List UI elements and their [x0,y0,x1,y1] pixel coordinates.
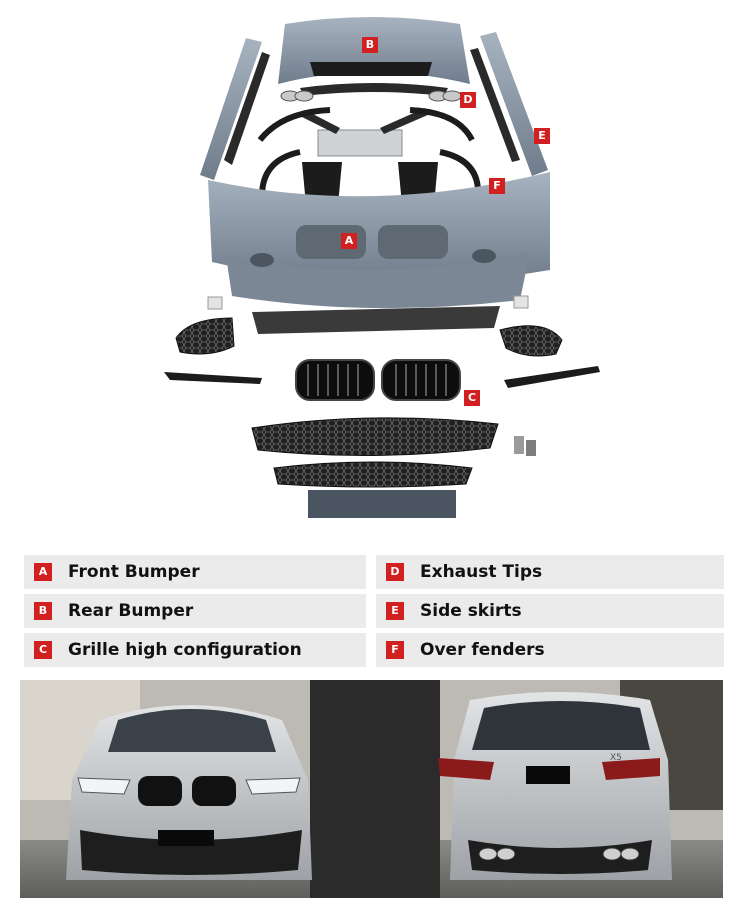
rear-model-badge: X5 [610,753,622,763]
car-rear-view: X5 [438,692,672,880]
mounting-hardware [514,436,536,456]
legend-badge: D [386,563,404,581]
legend-label: Rear Bumper [68,601,194,621]
car-photo-illustration: X5 [20,680,723,898]
grille-bracket [273,461,473,488]
dark-wall-divider [310,680,440,898]
part-badge-a: A [341,233,357,249]
legend-badge: E [386,602,404,620]
fog-light-grilles [175,295,563,357]
over-fenders [257,107,482,205]
legend-row-a: A Front Bumper [24,555,366,589]
part-badge-c: C [464,390,480,406]
exhaust-tips [280,90,462,102]
part-badge-e: E [534,128,550,144]
side-skirt-right [470,32,548,176]
part-badge-b: B [362,37,378,53]
legend-badge: F [386,641,404,659]
legend-label: Over fenders [420,640,545,660]
front-bumper [208,172,550,309]
legend-row-c: C Grille high configuration [24,633,366,667]
part-badge-d: D [460,92,476,108]
kidney-grilles [295,359,461,401]
legend-row-f: F Over fenders [376,633,724,667]
parts-illustration [164,17,600,518]
rear-diffuser [300,108,430,157]
legend-row-d: D Exhaust Tips [376,555,724,589]
legend-badge: C [34,641,52,659]
legend-label: Grille high configuration [68,640,302,660]
body-kit-parts-diagram: B D E F A C [164,17,600,518]
legend-label: Front Bumper [68,562,200,582]
bumper-side-trims [164,366,600,388]
rear-bumper [278,17,470,96]
legend-row-b: B Rear Bumper [24,594,366,628]
legend-badge: B [34,602,52,620]
installed-car-photos: X5 [20,680,723,898]
legend-row-e: E Side skirts [376,594,724,628]
legend-badge: A [34,563,52,581]
legend-label: Side skirts [420,601,522,621]
side-skirt-left [200,38,270,180]
front-splitter [308,490,456,518]
bumper-reinforcement [252,306,500,334]
lower-honeycomb-grille [251,417,499,457]
legend-label: Exhaust Tips [420,562,543,582]
part-badge-f: F [489,178,505,194]
car-front-view [66,705,312,880]
